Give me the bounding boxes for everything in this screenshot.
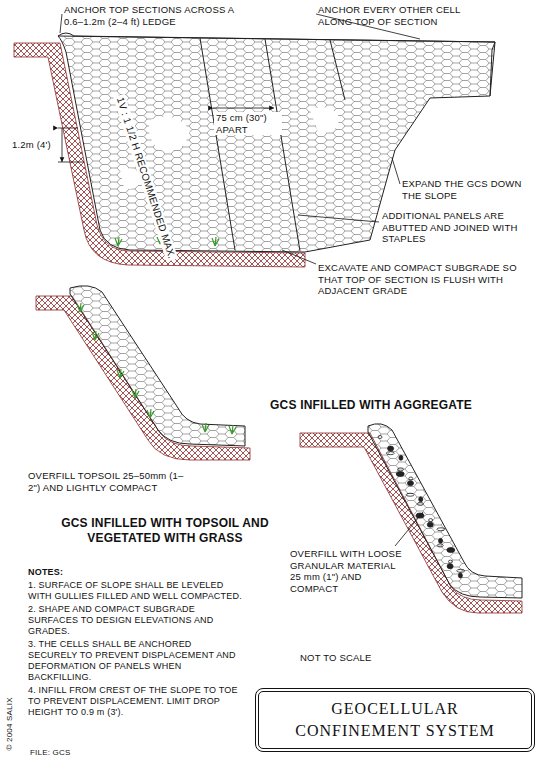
callout-label: GCS INFILLED WITH TOPSOIL AND VEGETATED … [40,516,290,545]
dimension-note: © 2004 SALIX [5,697,15,750]
callout-label: ANCHOR EVERY OTHER CELL ALONG TOP OF SEC… [318,4,468,27]
leader-lines [60,14,420,264]
callout-label: 1.2m (4') [12,139,51,151]
notes-block: NOTES: 1. SURFACE OF SLOPE SHALL BE LEVEL… [28,567,243,720]
note-text: 2. SHAPE AND COMPACT SUBGRADE SURFACES T… [28,604,243,637]
note-text: 3. THE CELLS SHALL BE ANCHORED SECURELY … [28,639,243,683]
callout-label: ANCHOR TOP SECTIONS ACROSS A 0.6–1.2m (2… [64,4,239,27]
panel-seams [200,38,345,251]
gcs-panel-topsoil [70,286,245,446]
grass [77,303,236,434]
callout-label: OVERFILL TOPSOIL 25–50mm (1–2") AND LIGH… [28,470,188,493]
callout-label: 75 cm (30") APART [214,112,282,135]
callout-label: GCS INFILLED WITH AGGREGATE [270,398,540,413]
note-text: 1. SURFACE OF SLOPE SHALL BE LEVELED WIT… [28,580,243,602]
note-text: 4. INFILL FROM CREST OF THE SLOPE TO TOE… [28,685,243,718]
callout-label: NOT TO SCALE [300,652,420,664]
callout-label: EXPAND THE GCS DOWN THE SLOPE [402,178,532,201]
callout-label: EXCAVATE AND COMPACT SUBGRADE SO THAT TO… [318,262,528,297]
leader-lines [395,512,423,546]
callout-label: OVERFILL WITH LOOSE GRANULAR MATERIAL 25… [290,548,402,594]
note-text: NOTES: [28,567,243,578]
callout-label: FILE: GCS [30,748,130,758]
infill-patches [120,107,340,189]
panel-top-lip [58,33,495,96]
gcs-panel-aggregate [368,424,522,598]
dimension-75cm [213,108,274,109]
callout-label: ADDITIONAL PANELS ARE ABUTTED AND JOINED… [382,210,547,245]
dimension-1-2m [58,128,84,162]
title-block: GEOCELLULAR CONFINEMENT SYSTEM [255,688,535,752]
title-text: GEOCELLULAR CONFINEMENT SYSTEM [288,698,503,741]
